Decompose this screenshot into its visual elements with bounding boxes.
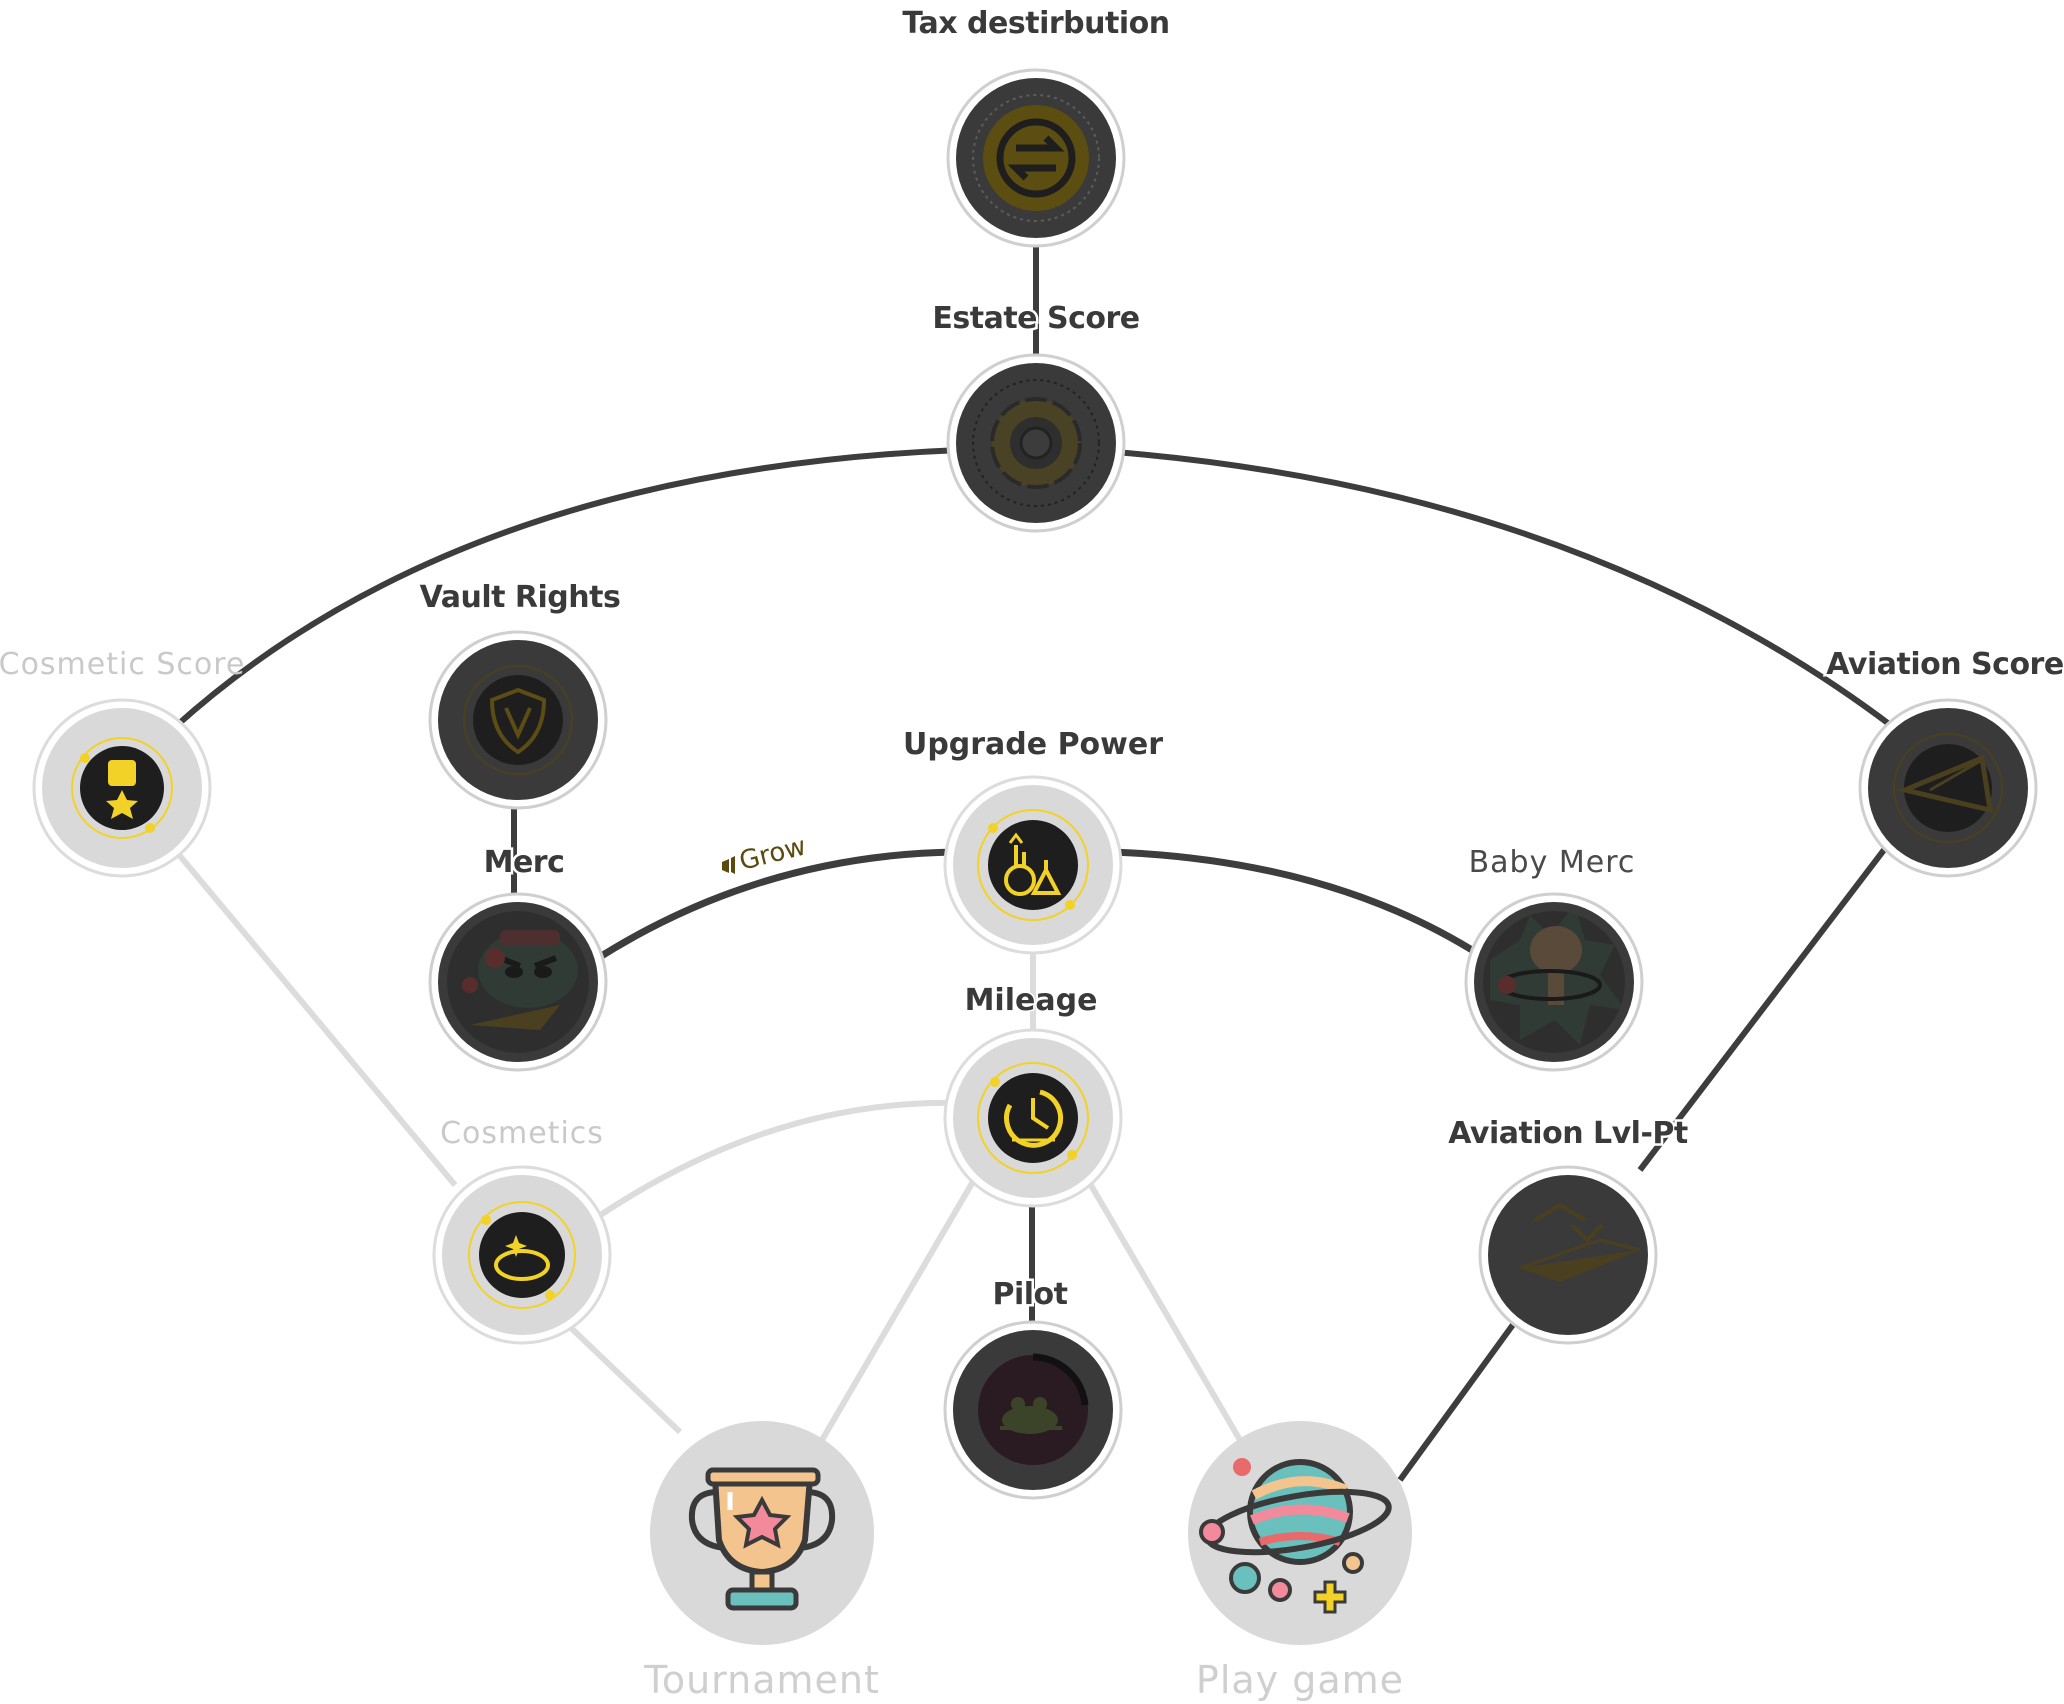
- node-aviation-lvl[interactable]: [1478, 1165, 1658, 1345]
- edge-lvl-playgame: [1397, 1313, 1523, 1482]
- node-cosmetics[interactable]: [432, 1165, 612, 1345]
- edge-mileage-playgame: [1082, 1173, 1243, 1442]
- node-estate-score[interactable]: [946, 353, 1126, 533]
- node-play-game[interactable]: [1188, 1421, 1412, 1645]
- cosmetics-label: Cosmetics: [440, 1116, 604, 1151]
- edge-cosmetics-mileage: [591, 1099, 956, 1223]
- node-aviation-score[interactable]: [1858, 698, 2038, 878]
- mileage-label: Mileage: [965, 983, 1098, 1018]
- estate-score-label: Estate Score: [932, 301, 1139, 336]
- edge-merc-upgrade: [593, 848, 956, 963]
- node-pilot[interactable]: [943, 1320, 1123, 1500]
- vault-dial-icon: [990, 397, 1082, 489]
- merc-label: Merc: [484, 845, 565, 880]
- cosmetic-score-label: Cosmetic Score: [0, 647, 245, 682]
- edge-aviation-score-lvl: [1637, 840, 1893, 1172]
- node-cosmetic-score[interactable]: [32, 698, 212, 878]
- edge-mileage-tournament: [819, 1171, 981, 1442]
- trophy-icon: [688, 1467, 836, 1611]
- aviation-score-label: Aviation Score: [1826, 647, 2063, 682]
- labels: Tax destirbution Estate Score Cosmetic S…: [0, 4, 2064, 1703]
- flasks-icon: [988, 820, 1078, 910]
- edge-estate-cosmetic-score: [172, 447, 961, 730]
- node-vault-rights[interactable]: [428, 630, 608, 810]
- merc-creature-icon: [447, 911, 589, 1053]
- upgrade-power-label: Upgrade Power: [903, 727, 1163, 762]
- tax-distribution-label: Tax destirbution: [902, 6, 1169, 41]
- pilot-label: Pilot: [992, 1277, 1067, 1312]
- node-merc[interactable]: [428, 892, 608, 1072]
- node-upgrade-power[interactable]: [943, 775, 1123, 955]
- pilot-frog-icon: [978, 1353, 1089, 1465]
- baby-merc-label: Baby Merc: [1469, 845, 1636, 880]
- edges: Grow: [172, 235, 1895, 1482]
- sparkle-ring-icon: [479, 1212, 565, 1298]
- gauge-icon: [988, 1073, 1078, 1163]
- node-mileage[interactable]: [943, 1028, 1123, 1208]
- vault-rights-label: Vault Rights: [420, 580, 621, 615]
- tournament-label: Tournament: [643, 1658, 880, 1702]
- planet-icon: [1199, 1458, 1392, 1614]
- edge-upgrade-babymerc: [1111, 848, 1482, 958]
- node-tax-distribution[interactable]: [946, 68, 1126, 248]
- exchange-arrows-icon: [983, 105, 1089, 211]
- speaker-icon: [722, 856, 735, 874]
- plane-chevron-icon: [1519, 1202, 1641, 1282]
- edge-estate-aviation-score: [1114, 449, 1895, 730]
- paper-plane-icon: [1896, 744, 1994, 832]
- node-baby-merc[interactable]: [1464, 892, 1644, 1072]
- node-tournament[interactable]: [650, 1421, 874, 1645]
- baby-merc-creature-icon: [1483, 911, 1625, 1053]
- shield-v-icon: [473, 675, 563, 765]
- aviation-lvl-label: Aviation Lvl-Pt: [1448, 1116, 1688, 1151]
- edge-cosmetics-tournament: [565, 1322, 683, 1435]
- medal-icon: [80, 746, 164, 830]
- edge-cosmetic-score-cosmetics: [172, 848, 458, 1187]
- play-game-label: Play game: [1196, 1658, 1404, 1702]
